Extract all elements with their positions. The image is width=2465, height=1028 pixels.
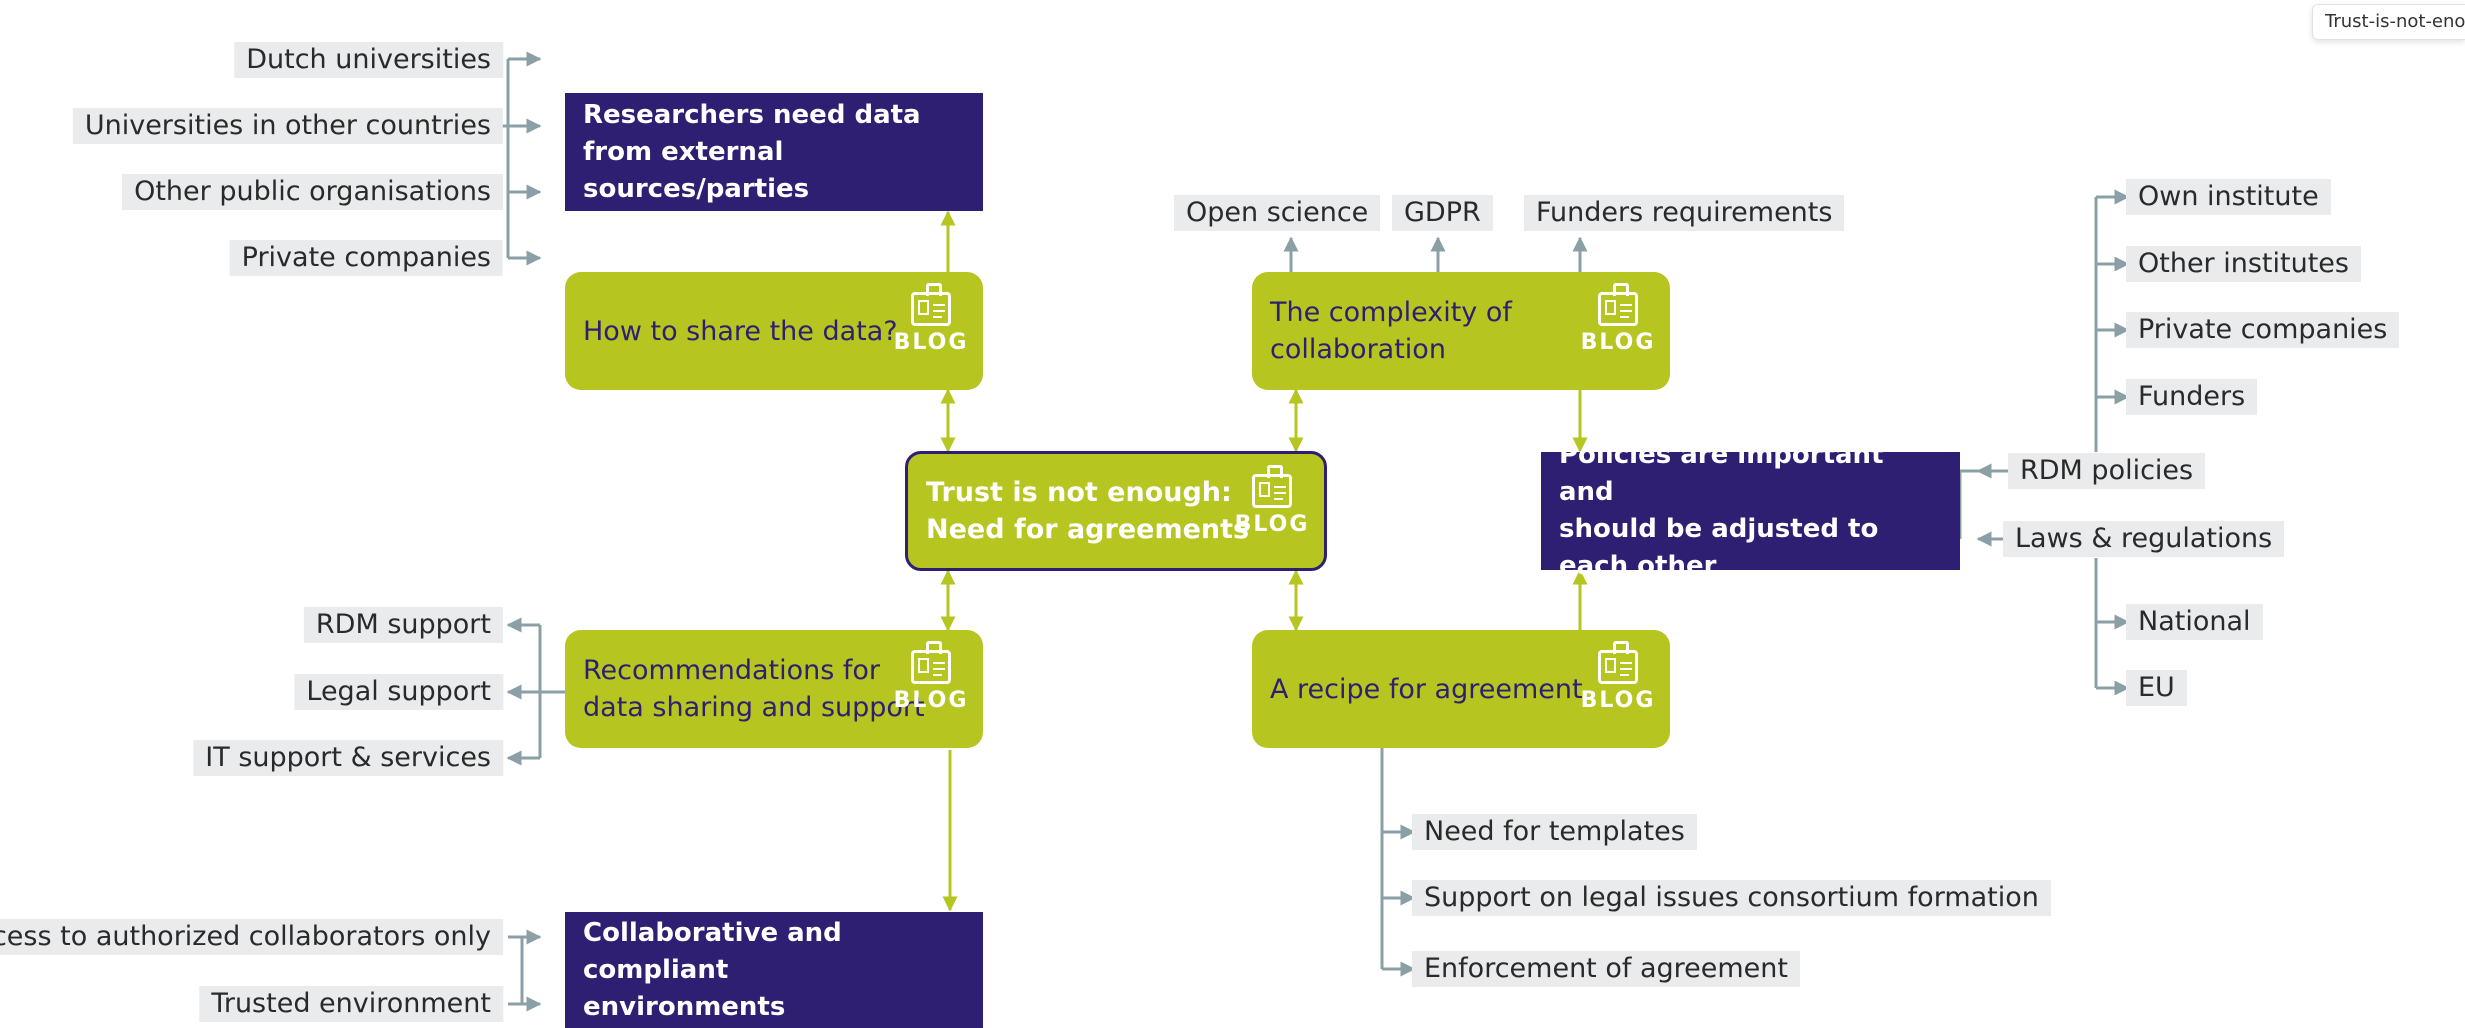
tag-trusted-environment: Trusted environment: [199, 986, 503, 1022]
tag-funders: Funders: [2126, 379, 2258, 415]
box-collaborative-environments[interactable]: Collaborative and compliant environments: [565, 912, 983, 1028]
blog-label: BLOG: [893, 330, 969, 355]
id-card-icon: [1598, 641, 1638, 684]
tag-need-for-templates: Need for templates: [1412, 814, 1697, 850]
tag-legal-support: Legal support: [294, 674, 503, 710]
blog-badge[interactable]: BLOG: [1574, 283, 1662, 355]
tab-chip[interactable]: Trust-is-not-eno: [2312, 4, 2465, 40]
box-recommendations[interactable]: Recommendations for data sharing and sup…: [565, 630, 983, 748]
blog-badge[interactable]: BLOG: [887, 283, 975, 355]
central-text: Trust is not enough: Need for agreements: [926, 477, 1250, 545]
complexity-text: The complexity of collaboration: [1270, 297, 1512, 365]
box-researchers-need-data[interactable]: Researchers need data from external sour…: [565, 93, 983, 211]
tag-eu: EU: [2126, 670, 2187, 706]
tag-enforcement-of-agreement: Enforcement of agreement: [1412, 951, 1800, 987]
blog-badge[interactable]: BLOG: [887, 641, 975, 713]
tag-private-companies: Private companies: [229, 240, 503, 276]
blog-badge[interactable]: BLOG: [1574, 641, 1662, 713]
tag-universities-other-countries: Universities in other countries: [72, 108, 503, 144]
tag-own-institute: Own institute: [2126, 179, 2331, 215]
id-card-icon: [911, 641, 951, 684]
id-card-icon: [1252, 465, 1292, 508]
box-recipe[interactable]: A recipe for agreement BLOG: [1252, 630, 1670, 748]
tag-funders-requirements: Funders requirements: [1524, 195, 1845, 231]
recommendations-text: Recommendations for data sharing and sup…: [583, 655, 925, 723]
tag-laws-regulations: Laws & regulations: [2003, 521, 2285, 557]
policies-text: Policies are important and should be adj…: [1559, 440, 1884, 581]
share-text: How to share the data?: [583, 315, 898, 347]
tag-open-science: Open science: [1174, 195, 1381, 231]
tag-rdm-policies: RDM policies: [2008, 453, 2206, 489]
blog-badge[interactable]: BLOG: [1228, 465, 1316, 537]
recipe-text: A recipe for agreement: [1270, 673, 1583, 705]
researchers-text: Researchers need data from external sour…: [583, 99, 921, 204]
box-how-to-share[interactable]: How to share the data? BLOG: [565, 272, 983, 390]
blog-label: BLOG: [1580, 688, 1656, 713]
box-complexity[interactable]: The complexity of collaboration BLOG: [1252, 272, 1670, 390]
tag-rdm-support: RDM support: [303, 607, 503, 643]
tag-it-support: IT support & services: [193, 740, 503, 776]
collab-env-text: Collaborative and compliant environments: [583, 917, 842, 1022]
tag-dutch-universities: Dutch universities: [234, 42, 503, 78]
id-card-icon: [911, 283, 951, 326]
blog-label: BLOG: [893, 688, 969, 713]
box-central-trust[interactable]: Trust is not enough: Need for agreements…: [905, 451, 1327, 571]
tag-national: National: [2126, 604, 2263, 640]
box-policies[interactable]: Policies are important and should be adj…: [1541, 440, 1960, 581]
tag-private-companies-rdm: Private companies: [2126, 312, 2400, 348]
tag-authorized-collaborators: Access to authorized collaborators only: [0, 919, 503, 955]
blog-label: BLOG: [1234, 512, 1310, 537]
tag-other-public-organisations: Other public organisations: [122, 174, 503, 210]
blog-label: BLOG: [1580, 330, 1656, 355]
tag-gdpr: GDPR: [1392, 195, 1493, 231]
tag-legal-issues-consortium: Support on legal issues consortium forma…: [1412, 880, 2051, 916]
tag-other-institutes: Other institutes: [2126, 246, 2361, 282]
id-card-icon: [1598, 283, 1638, 326]
